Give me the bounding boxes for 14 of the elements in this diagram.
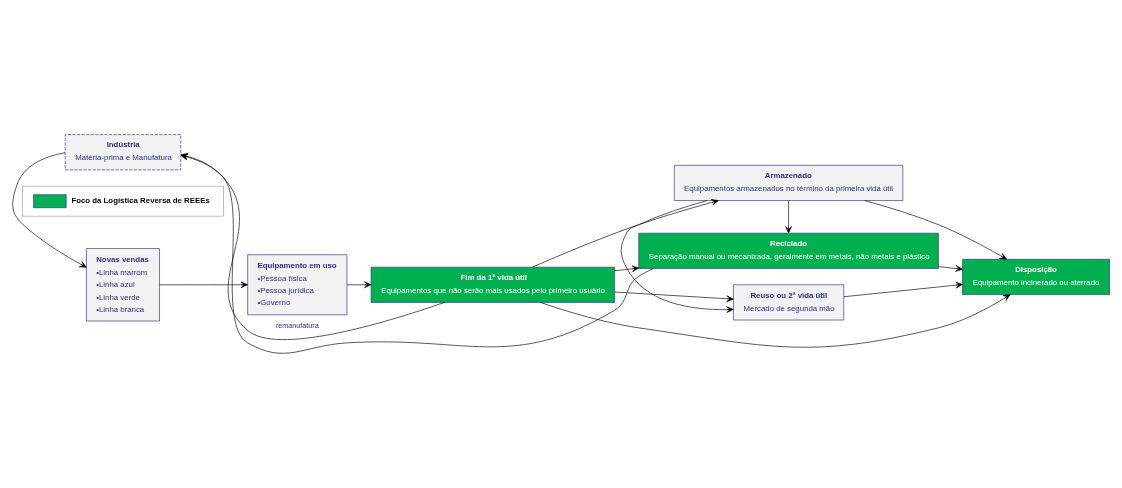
arrow — [938, 265, 963, 272]
arrow — [532, 199, 719, 268]
arrow — [620, 200, 734, 313]
arrow — [864, 200, 1007, 260]
arrow — [614, 291, 734, 302]
arrow — [180, 153, 654, 354]
arrow — [614, 265, 640, 272]
arrow — [159, 281, 248, 289]
arrow — [540, 294, 1011, 348]
arrow — [180, 153, 445, 340]
arrow — [785, 200, 792, 234]
arrow — [346, 281, 372, 289]
arrow — [12, 152, 87, 268]
arrow — [843, 281, 963, 298]
